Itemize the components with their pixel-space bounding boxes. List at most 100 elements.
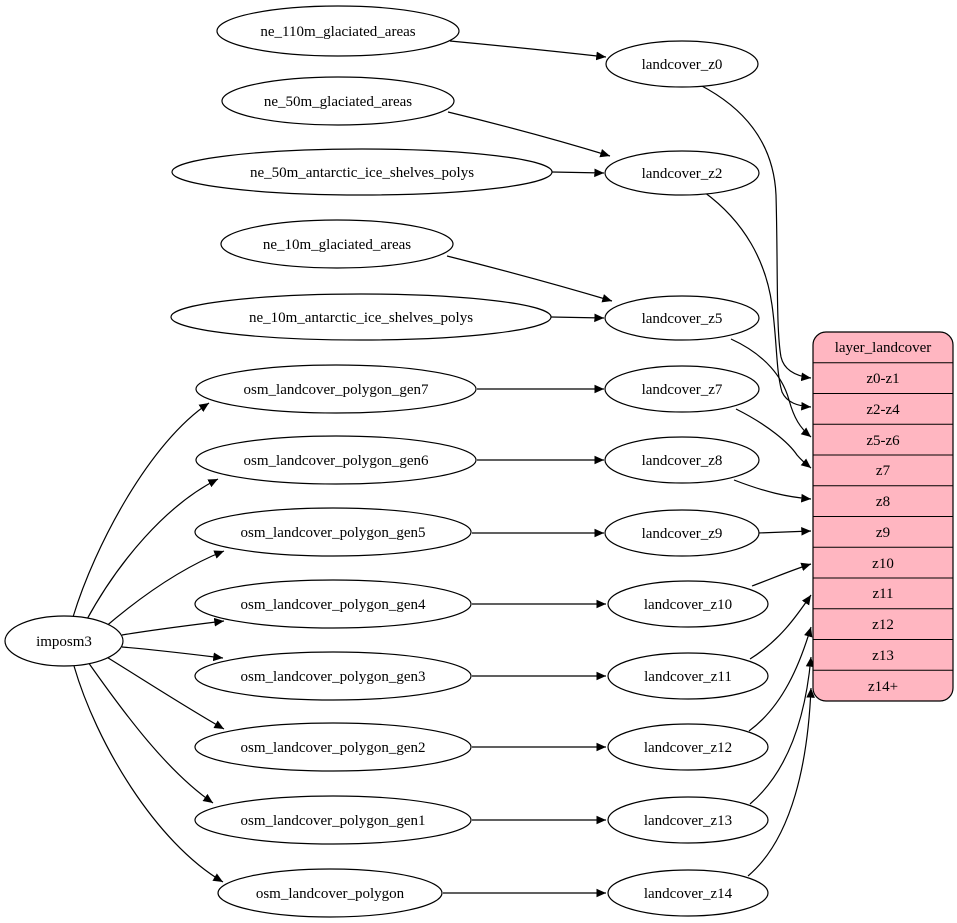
edge-layer: [72, 40, 815, 898]
edge-z7-row: [735, 408, 812, 469]
source-ellipse: [194, 579, 472, 629]
node-landcover-z14: landcover_z14: [607, 869, 769, 917]
source-label: ne_50m_glaciated_areas: [264, 94, 412, 110]
edge-imposm3-gen4: [121, 617, 225, 636]
source-label: ne_110m_glaciated_areas: [260, 24, 415, 40]
edge-z5-row: [730, 338, 812, 438]
layer-table-row-z11: z11: [872, 586, 893, 602]
edge-ne110m-z0: [449, 40, 607, 61]
layer-table-title: layer_landcover: [835, 340, 932, 356]
generalized-label: landcover_z7: [642, 382, 723, 398]
node-osm-landcover-polygon-gen5: osm_landcover_polygon_gen5: [194, 507, 472, 557]
node-ne-50m-glaciated-areas: ne_50m_glaciated_areas: [221, 76, 455, 126]
node-ne-110m-glaciated-areas: ne_110m_glaciated_areas: [216, 5, 460, 57]
layer-table-row-z10: z10: [872, 556, 894, 572]
layer-table-row-z13: z13: [872, 648, 894, 664]
edge-ne10mant-z5: [550, 313, 605, 323]
layer-table-row-z7: z7: [876, 463, 891, 479]
generalized-label: landcover_z10: [644, 597, 732, 613]
edge-ne50mant-z2: [551, 168, 605, 178]
generalized-ellipse: [604, 509, 760, 557]
source-label: osm_landcover_polygon_gen5: [241, 525, 426, 541]
source-label: osm_landcover_polygon_gen1: [241, 813, 426, 829]
generalized-label: landcover_z14: [644, 886, 733, 902]
generalized-ellipse: [605, 40, 759, 88]
edge-z14-row: [747, 687, 815, 877]
source-ellipse: [170, 293, 552, 341]
generalized-ellipse: [607, 652, 769, 700]
layer-table-row-z8: z8: [876, 494, 890, 510]
generalized-ellipse: [604, 295, 760, 341]
edge-ne10mgl-z5: [446, 255, 613, 303]
generalized-label: landcover_z13: [644, 813, 732, 829]
generalized-label: landcover_z8: [642, 453, 723, 469]
layer-table-row-z14: z14+: [868, 679, 898, 695]
generalized-ellipse: [604, 365, 760, 413]
generalized-label: landcover_z11: [644, 669, 732, 685]
generalized-label: landcover_z9: [642, 526, 723, 542]
node-osm-landcover-polygon-gen3: osm_landcover_polygon_gen3: [194, 651, 472, 701]
edge-z8-row: [733, 479, 812, 503]
edge-imposm3-polygon: [73, 665, 224, 883]
generalized-ellipse: [607, 580, 769, 628]
node-landcover-z9: landcover_z9: [604, 509, 760, 557]
generalized-ellipse: [604, 436, 760, 484]
layer-table-row-z2-z4: z2-z4: [866, 402, 900, 418]
node-osm-landcover-polygon-gen7: osm_landcover_polygon_gen7: [195, 364, 477, 414]
source-ellipse: [217, 868, 443, 918]
edge-imposm3-gen5: [103, 550, 225, 629]
source-ellipse: [194, 722, 472, 772]
node-landcover-z10: landcover_z10: [607, 580, 769, 628]
edge-ne50mgl-z2: [447, 111, 611, 158]
node-osm-landcover-polygon-gen4: osm_landcover_polygon_gen4: [194, 579, 472, 629]
layer-table-row-z0-z1: z0-z1: [866, 371, 899, 387]
node-osm-landcover-polygon-gen1: osm_landcover_polygon_gen1: [194, 795, 472, 845]
generalized-ellipse: [604, 150, 760, 196]
node-landcover-z2: landcover_z2: [604, 150, 760, 196]
node-osm-landcover-polygon: osm_landcover_polygon: [217, 868, 443, 918]
generalized-label: landcover_z12: [644, 740, 732, 756]
source-label: osm_landcover_polygon_gen3: [241, 669, 426, 685]
node-osm-landcover-polygon-gen6: osm_landcover_polygon_gen6: [195, 435, 477, 485]
node-landcover-z0: landcover_z0: [605, 40, 759, 88]
source-ellipse: [195, 364, 477, 414]
source-ellipse: [221, 76, 455, 126]
generalized-label: landcover_z0: [642, 57, 723, 73]
layer-table-row-z12: z12: [872, 617, 894, 633]
source-label: osm_landcover_polygon_gen2: [241, 740, 426, 756]
edge-imposm3-gen2: [104, 655, 225, 730]
generalized-ellipse: [607, 723, 769, 771]
source-label: osm_landcover_polygon_gen7: [244, 382, 429, 398]
edge-z12-row: [748, 626, 813, 732]
generalized-ellipse: [607, 869, 769, 917]
source-ellipse: [171, 148, 553, 196]
node-layer-landcover-table: layer_landcover z0-z1 z2-z4 z5-z6 z7 z8 …: [812, 331, 954, 702]
generalized-ellipse: [607, 796, 769, 844]
edge-imposm3-gen3: [121, 646, 224, 662]
node-landcover-z7: landcover_z7: [604, 365, 760, 413]
node-osm-landcover-polygon-gen2: osm_landcover_polygon_gen2: [194, 722, 472, 772]
node-ne-50m-antarctic-ice-shelves-polys: ne_50m_antarctic_ice_shelves_polys: [171, 148, 553, 196]
source-ellipse: [195, 435, 477, 485]
edge-z9-row: [757, 527, 812, 536]
edge-z10-row: [751, 562, 812, 587]
edge-imposm3-gen1: [87, 661, 214, 804]
imposm3-ellipse: [4, 615, 124, 667]
node-landcover-z5: landcover_z5: [604, 295, 760, 341]
imposm3-label: imposm3: [36, 634, 92, 650]
source-label: osm_landcover_polygon_gen6: [244, 453, 429, 469]
source-ellipse: [194, 507, 472, 557]
source-label: osm_landcover_polygon_gen4: [241, 597, 426, 613]
source-label: osm_landcover_polygon: [256, 886, 405, 902]
edge-imposm3-gen6: [85, 478, 219, 622]
source-ellipse: [220, 219, 454, 269]
edge-imposm3-gen7: [72, 402, 210, 618]
source-label: ne_10m_antarctic_ice_shelves_polys: [249, 310, 473, 326]
generalized-label: landcover_z5: [642, 311, 723, 327]
node-landcover-z11: landcover_z11: [607, 652, 769, 700]
source-label: ne_10m_glaciated_areas: [263, 237, 411, 253]
edge-z11-row: [749, 594, 812, 660]
node-ne-10m-glaciated-areas: ne_10m_glaciated_areas: [220, 219, 454, 269]
